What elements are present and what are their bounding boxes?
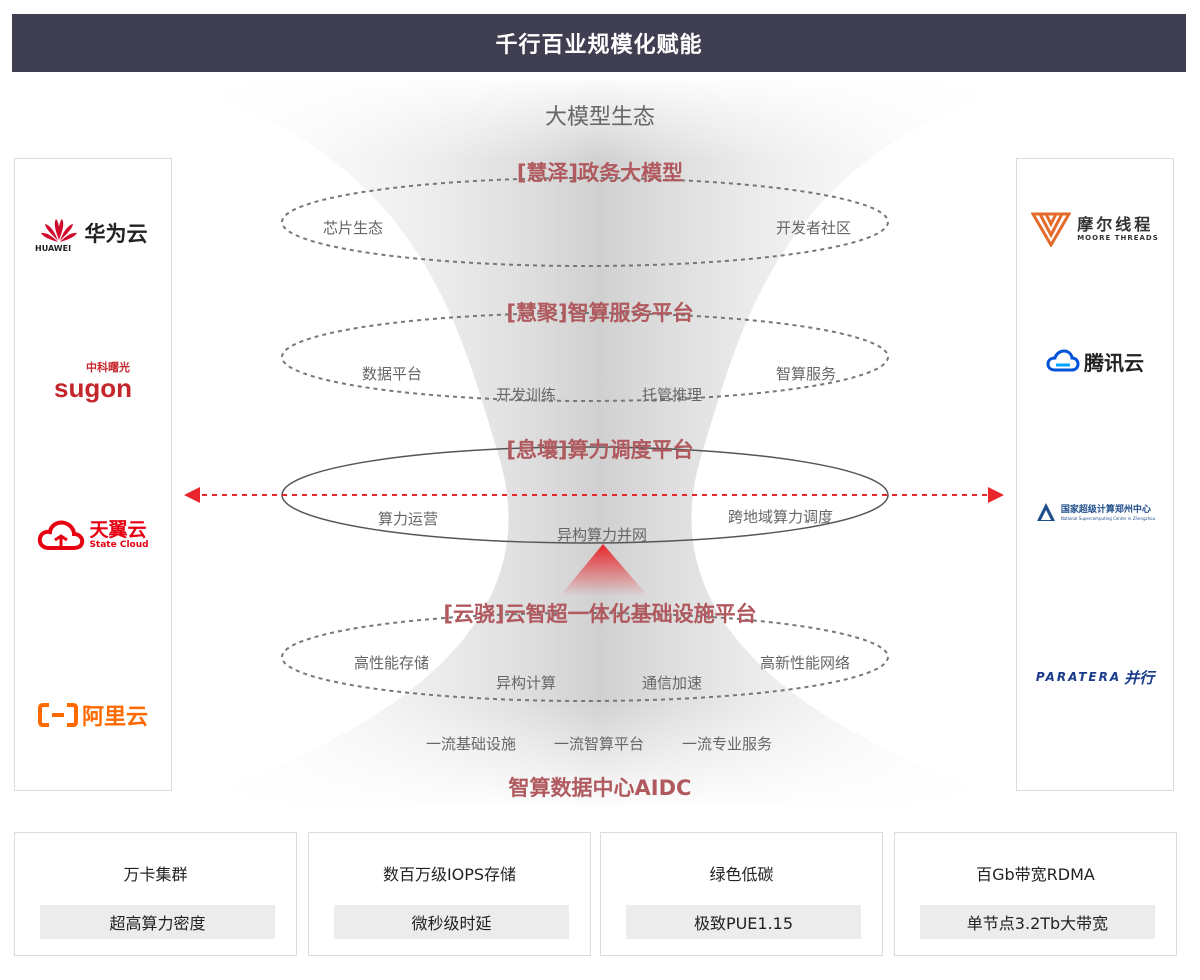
moore-sub: MOORE THREADS	[1077, 234, 1159, 242]
logo-huawei: 华为云 HUAWEI	[15, 211, 171, 255]
nscc-logo-icon	[1036, 503, 1055, 521]
partners-right-panel: 摩尔线程 MOORE THREADS 腾讯云 国家超级计算郑州中心 Nation…	[1016, 158, 1174, 791]
layer2-title: [慧聚]智算服务平台	[506, 301, 694, 325]
state-cloud-name: 天翼云	[89, 518, 147, 541]
layer3-item-heterogeneous: 异构算力并网	[556, 526, 648, 544]
layer1-item-dev-community: 开发者社区	[776, 219, 852, 237]
layer4-title: [云骁]云智超一体化基础设施平台	[443, 602, 757, 626]
logo-nscc-zhengzhou: 国家超级计算郑州中心 National Supercomputing Cente…	[1017, 495, 1173, 531]
layer2-ellipse	[281, 312, 889, 402]
moore-triangle-icon	[1031, 212, 1072, 247]
feature-badge: 极致PUE1.15	[626, 905, 861, 939]
feature-title: 数百万级IOPS存储	[382, 865, 517, 884]
header-bar: 千行百业规模化赋能	[12, 14, 1186, 72]
feature-badge: 单节点3.2Tb大带宽	[920, 905, 1155, 939]
logo-aliyun: 阿里云	[15, 695, 171, 735]
nscc-name: 国家超级计算郑州中心	[1060, 504, 1151, 515]
logo-tencent-cloud: 腾讯云	[1017, 339, 1173, 383]
layer1-item-chip: 芯片生态	[323, 219, 384, 237]
partners-left-panel: 华为云 HUAWEI 中科曙光 sugon 天翼云 State Cloud 阿里…	[14, 158, 172, 791]
ecosystem-title: 大模型生态	[544, 105, 655, 130]
layer4-item-compute: 异构计算	[496, 674, 557, 692]
logo-sugon: 中科曙光 sugon	[15, 359, 171, 405]
layer2-item-data: 数据平台	[362, 365, 423, 383]
aliyun-bracket-icon	[37, 703, 78, 727]
layer2-item-training: 开发训练	[496, 386, 557, 404]
aliyun-name: 阿里云	[81, 705, 148, 730]
sugon-sub: 中科曙光	[86, 361, 130, 374]
foundation-title: 智算数据中心AIDC	[508, 776, 692, 800]
huawei-name: 华为云	[84, 222, 148, 246]
logo-paratera: PARATERA 并行	[1017, 659, 1173, 695]
tencent-cloud-icon	[1046, 349, 1080, 372]
layer4-item-network: 高新性能网络	[760, 654, 851, 672]
logo-state-cloud: 天翼云 State Cloud	[15, 515, 171, 555]
feature-card-storage: 数百万级IOPS存储 微秒级时延	[308, 832, 591, 956]
header-title: 千行百业规模化赋能	[495, 33, 703, 58]
nscc-sub: National Supercomputing Center in Zhengz…	[1060, 515, 1156, 521]
huawei-flower-icon	[40, 219, 77, 242]
feature-card-green: 绿色低碳 极致PUE1.15	[600, 832, 883, 956]
huawei-sub: HUAWEI	[35, 244, 72, 253]
red-cone	[560, 544, 648, 596]
ecosystem-diagram	[0, 72, 1200, 812]
layer2-item-service: 智算服务	[776, 365, 837, 383]
layer4-item-comm: 通信加速	[642, 674, 703, 692]
moore-name: 摩尔线程	[1077, 215, 1154, 234]
feature-title: 百Gb带宽RDMA	[976, 865, 1095, 884]
layer4-ellipse	[281, 612, 889, 702]
logo-moore-threads: 摩尔线程 MOORE THREADS	[1017, 207, 1173, 251]
feature-badge: 超高算力密度	[40, 905, 275, 939]
layer3-item-operation: 算力运营	[378, 510, 439, 528]
feature-card-rdma: 百Gb带宽RDMA 单节点3.2Tb大带宽	[894, 832, 1177, 956]
layer1-ellipse	[281, 177, 889, 267]
feature-card-cluster: 万卡集群 超高算力密度	[14, 832, 297, 956]
foundation-item-infra: 一流基础设施	[426, 735, 517, 753]
feature-title: 万卡集群	[123, 865, 188, 884]
layer1-title: [慧泽]政务大模型	[516, 161, 684, 185]
sugon-name: sugon	[54, 373, 132, 403]
layer2-item-inference: 托管推理	[642, 386, 703, 404]
feature-badge: 微秒级时延	[334, 905, 569, 939]
foundation-item-service: 一流专业服务	[682, 735, 773, 753]
paratera-sub: PARATERA	[1035, 670, 1122, 684]
feature-title: 绿色低碳	[709, 865, 774, 884]
layer4-item-storage: 高性能存储	[354, 654, 430, 672]
layer3-title: [息壤]算力调度平台	[506, 438, 694, 462]
funnel-fade	[0, 72, 1200, 812]
layer3-item-cross-region: 跨地域算力调度	[728, 508, 834, 526]
paratera-name: 并行	[1124, 668, 1155, 687]
foundation-item-platform: 一流智算平台	[554, 735, 645, 753]
state-cloud-sub: State Cloud	[89, 539, 149, 550]
tencent-name: 腾讯云	[1084, 350, 1144, 375]
cloud-icon	[38, 520, 85, 550]
